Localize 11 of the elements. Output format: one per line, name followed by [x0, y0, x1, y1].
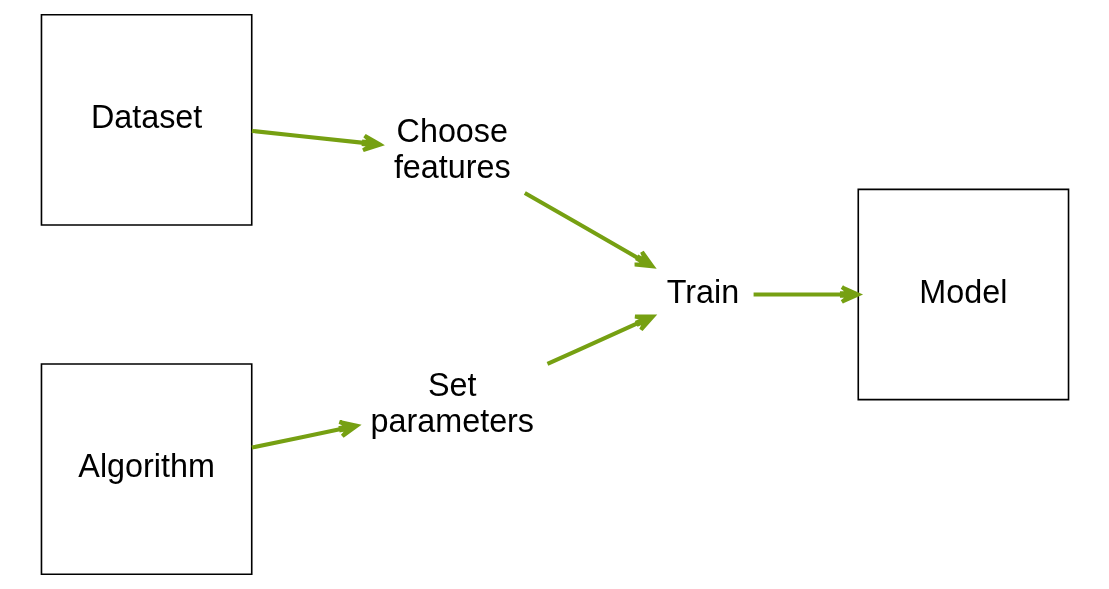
- arrow: [251, 128, 382, 153]
- arrow: [753, 285, 860, 304]
- arrow: [523, 191, 654, 269]
- arrow: [250, 419, 359, 450]
- arrow: [546, 314, 655, 366]
- node-box: Algorithm: [40, 363, 253, 576]
- node-text: Train: [666, 273, 739, 310]
- node-box: Model: [856, 188, 1069, 401]
- node-box: Dataset: [40, 13, 253, 226]
- node-text: Set parameters: [370, 367, 534, 439]
- node-text: Choose features: [393, 113, 511, 186]
